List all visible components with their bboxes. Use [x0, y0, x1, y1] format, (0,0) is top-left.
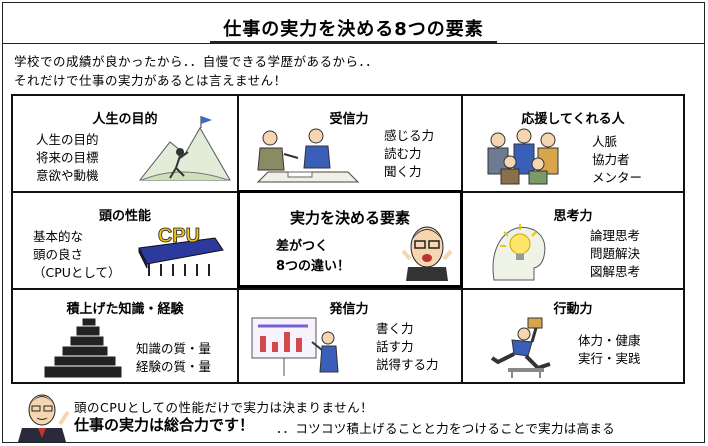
thinking-head-lightbulb-illustration: [492, 224, 546, 281]
action-line: 体力・健康: [578, 333, 641, 348]
cell-title-receive: 受信力: [329, 112, 369, 127]
intro-line-1: 学校での成績が良かったから．．自慢できる学歴があるから．．: [14, 54, 379, 69]
transmit-line: 説得する力: [376, 357, 439, 372]
intro-text: 学校での成績が良かったから．．自慢できる学歴があるから．． それだけで仕事の実力…: [14, 52, 378, 90]
knowledge-line: 経験の質・量: [136, 359, 212, 374]
support-line: メンター: [592, 170, 643, 185]
thinking-line: 論理思考: [590, 228, 641, 243]
knowledge-line: 知識の質・量: [136, 341, 212, 356]
cell-lines-support: 人脈 協力者 メンター: [592, 133, 642, 187]
cpu-chip-illustration: CPU: [138, 225, 224, 276]
support-line: 協力者: [592, 152, 630, 167]
receive-line: 感じる力: [384, 128, 435, 143]
life-goal-line: 人生の目的: [36, 132, 99, 147]
center-sub-line: 差がつく: [276, 239, 329, 254]
center-title: 実力を決める要素: [289, 209, 410, 227]
footer-tagline: ．．コツコツ積上げることと力をつけることで実力は高まる: [276, 421, 615, 436]
cell-lines-receive: 感じる力 読む力 聞く力: [384, 127, 434, 181]
presenter-avatar-illustration: [18, 394, 70, 442]
cell-lines-transmit: 書く力 話す力 説得する力: [376, 320, 439, 374]
cell-lines-knowledge: 知識の質・量 経験の質・量: [136, 340, 211, 376]
cell-title-life-goal: 人生の目的: [92, 112, 158, 127]
cell-lines-thinking: 論理思考 問題解決 図解思考: [590, 227, 640, 281]
cell-lines-life-goal: 人生の目的 将来の目標 意欲や動機: [36, 131, 99, 185]
footer-headline: 仕事の実力は総合力です！: [74, 416, 255, 434]
support-line: 人脈: [592, 134, 618, 149]
cpu-chip-label: CPU: [158, 225, 200, 247]
center-subtitle: 差がつく 8つの違い！: [276, 237, 350, 277]
thinking-line: 図解思考: [590, 264, 641, 279]
head-line: （CPUとして）: [33, 265, 121, 280]
cell-lines-head: 基本的な 頭の良さ （CPUとして）: [33, 228, 121, 282]
title-underline: [210, 41, 497, 43]
center-sub-line: 8つの違い！: [276, 259, 351, 274]
title-bar: 仕事の実力を決める8つの要素: [3, 3, 704, 44]
cell-title-transmit: 発信力: [329, 302, 369, 317]
stacked-blocks-illustration: [43, 317, 123, 379]
cell-title-knowledge: 積上げた知識・経験: [66, 302, 184, 317]
transmit-line: 話す力: [376, 339, 414, 354]
action-line: 実行・実践: [578, 351, 641, 366]
group-of-people-illustration: [487, 128, 559, 185]
head-line: 頭の良さ: [33, 247, 84, 262]
cell-title-head: 頭の性能: [98, 209, 151, 224]
head-line: 基本的な: [33, 229, 84, 244]
receive-line: 聞く力: [384, 164, 422, 179]
surprised-man-illustration: [401, 226, 453, 281]
center-summary-box: 実力を決める要素 差がつく 8つの違い！: [237, 190, 463, 288]
cell-title-action: 行動力: [553, 302, 593, 317]
meeting-illustration: [256, 128, 360, 183]
cell-title-thinking: 思考力: [553, 209, 593, 224]
presentation-illustration: [251, 317, 339, 376]
cell-title-support: 応援してくれる人: [521, 112, 625, 127]
thinking-line: 問題解決: [590, 246, 641, 261]
receive-line: 読む力: [384, 146, 422, 161]
running-man-illustration: [490, 317, 551, 378]
footer-note: 頭のCPUとしての性能だけで実力は決まりません！: [74, 400, 374, 415]
intro-line-2: それだけで仕事の実力があるとは言えません！: [14, 73, 287, 88]
mountain-climber-illustration: [138, 116, 231, 181]
life-goal-line: 意欲や動機: [36, 168, 99, 183]
grid-divider: [13, 288, 683, 290]
cell-lines-action: 体力・健康 実行・実践: [578, 332, 641, 368]
life-goal-line: 将来の目標: [36, 150, 99, 165]
page-title: 仕事の実力を決める8つの要素: [223, 19, 484, 40]
transmit-line: 書く力: [376, 321, 414, 336]
